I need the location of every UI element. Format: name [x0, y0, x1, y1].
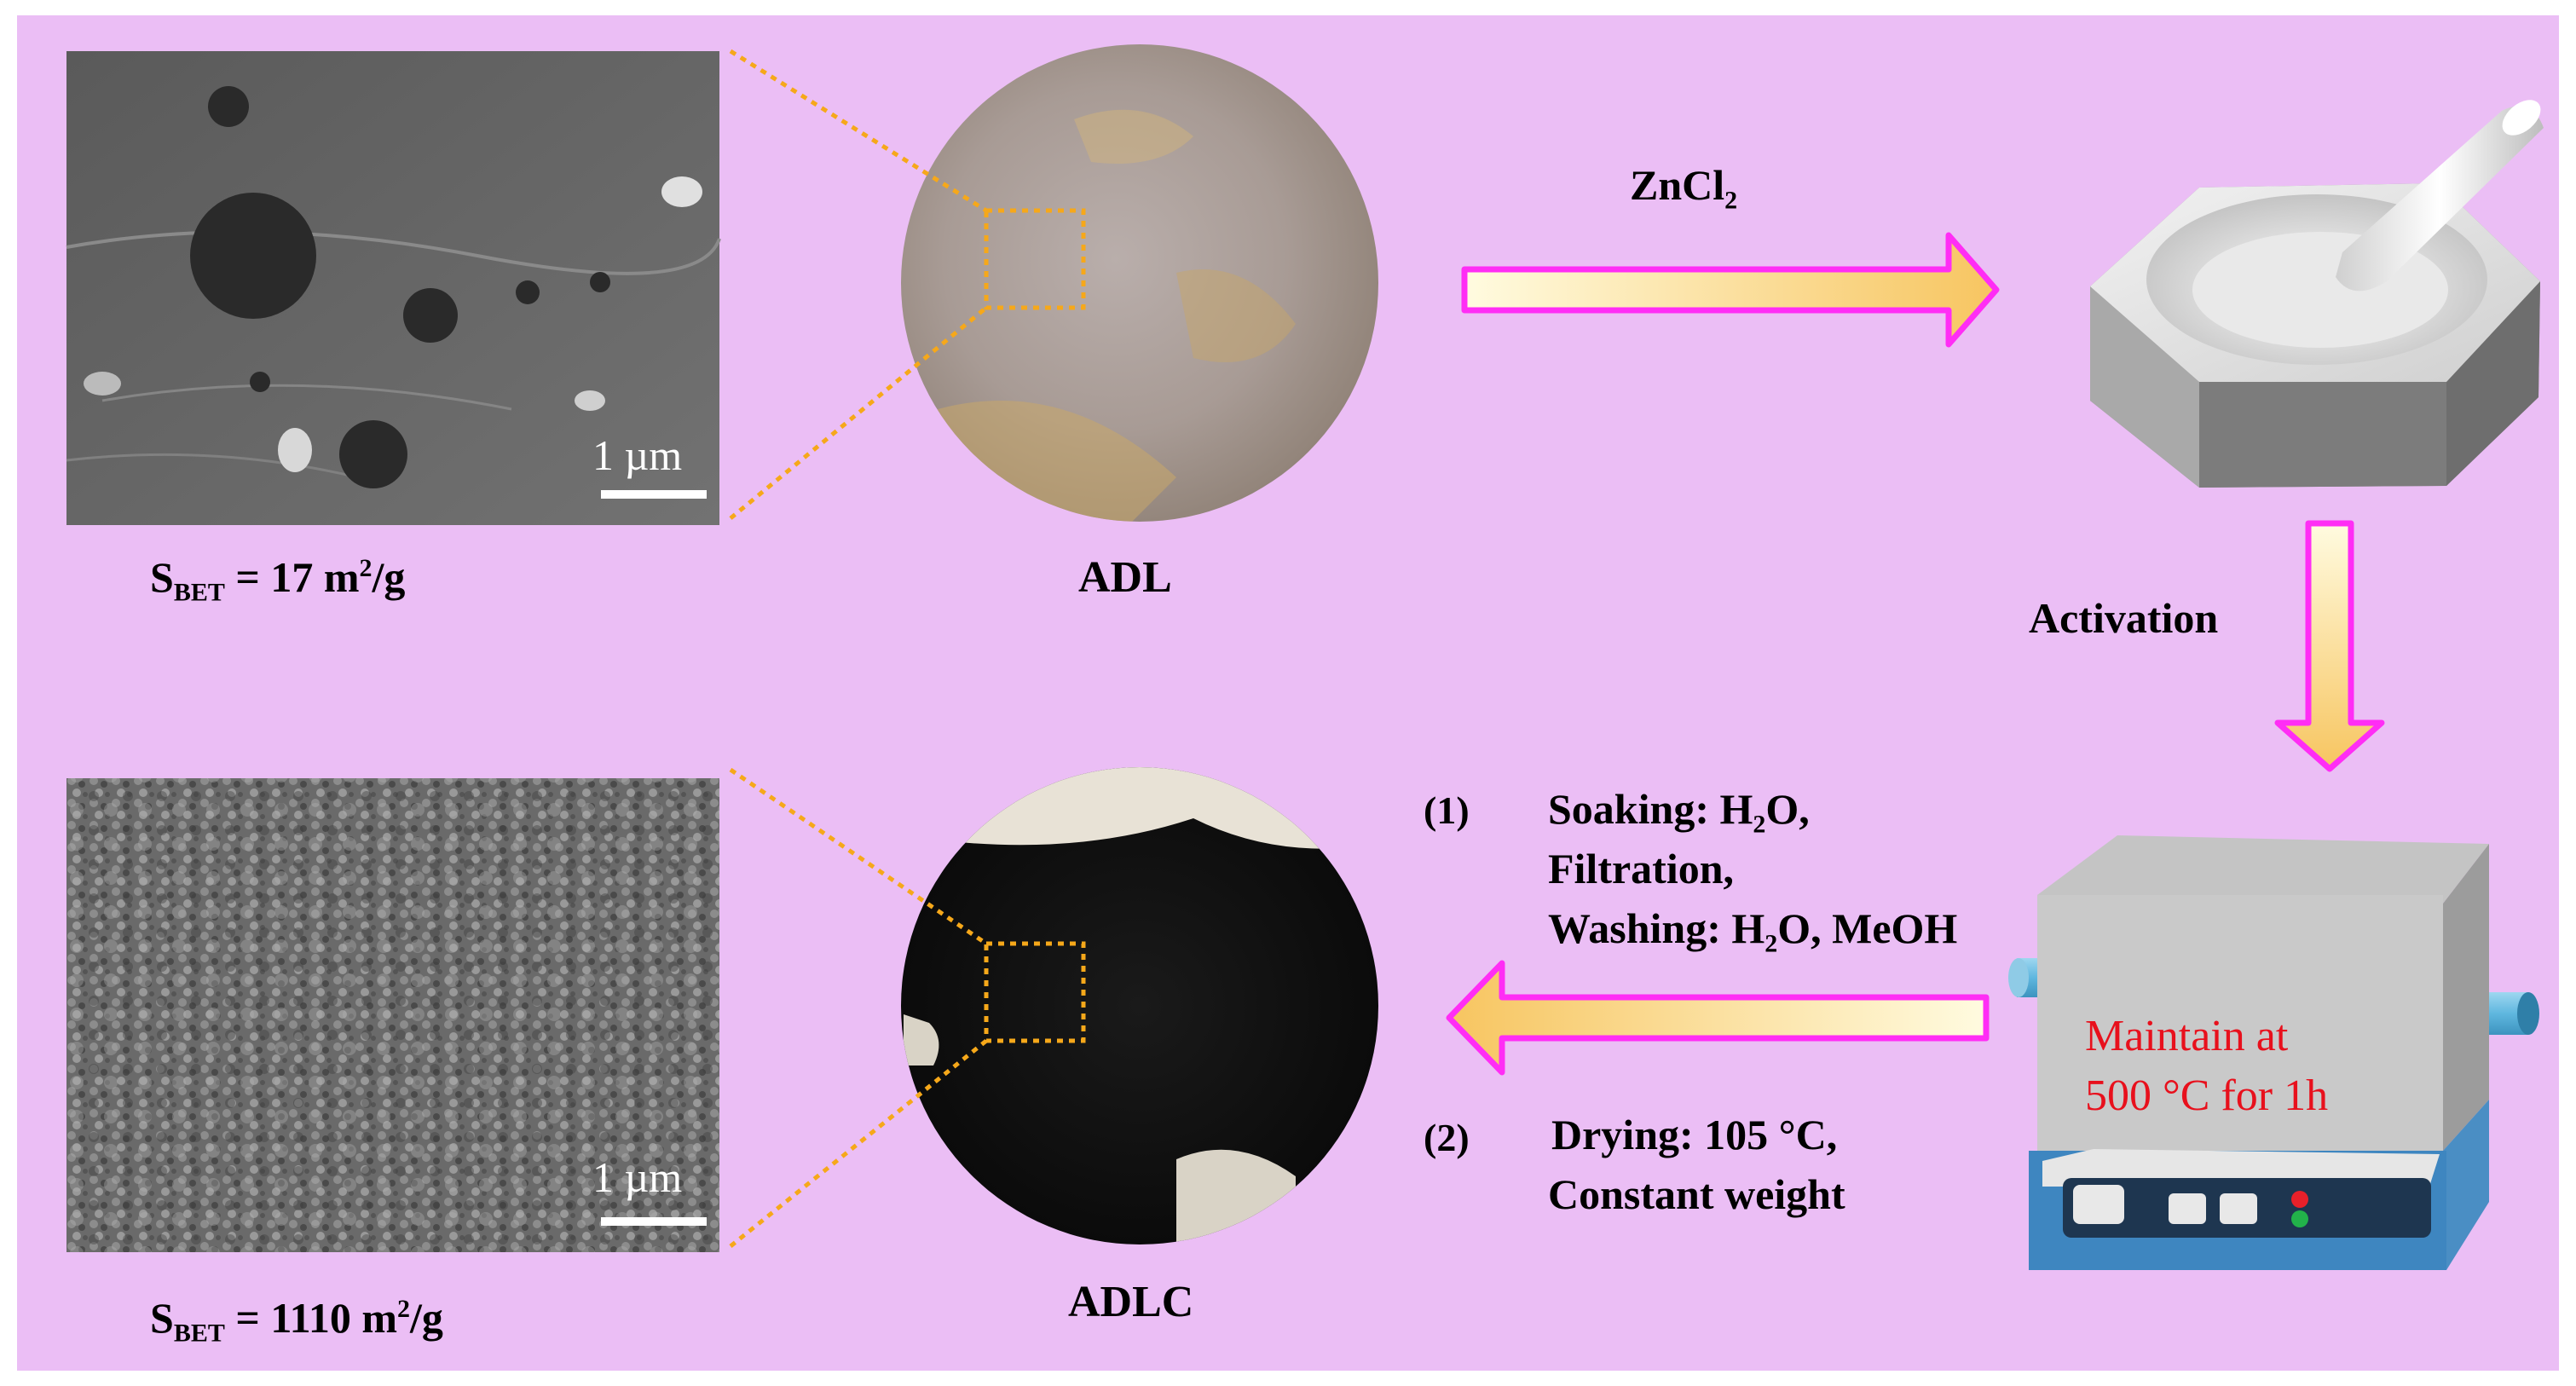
furnace-icon: [2008, 835, 2539, 1270]
sbet-superscript: 2: [359, 554, 373, 582]
furnace-label-line1: Maintain at: [2085, 1012, 2289, 1060]
arrow-activation: [2274, 520, 2385, 772]
furnace-label-line2: 500 °C for 1h: [2085, 1071, 2329, 1120]
soaking-text: Soaking: H: [1548, 785, 1753, 833]
sbet-unit: /g: [409, 1294, 443, 1342]
label-adl: ADL: [1078, 553, 1172, 602]
step1-washing: Washing: H2O, MeOH: [1548, 904, 1957, 959]
washing-text-end: O, MeOH: [1777, 904, 1958, 952]
label-zncl2: ZnCl2: [1630, 160, 1737, 216]
sbet-adl: SBET = 17 m2/g: [150, 552, 405, 608]
scale-bar-label-top: 1 µm: [592, 431, 683, 479]
sem-image-adl: [66, 51, 721, 525]
sbet-symbol: S: [150, 1294, 174, 1342]
step1-soaking: Soaking: H2O,: [1548, 784, 1810, 840]
sample-photo-adlc: [901, 767, 1378, 1245]
sbet-value: = 17 m: [224, 553, 360, 601]
soaking-text-end: O,: [1765, 785, 1810, 833]
step2-drying: Drying: 105 °C,: [1551, 1111, 1838, 1158]
zoom-indicator-bottom: [729, 767, 1086, 1248]
sbet-adlc: SBET = 1110 m2/g: [150, 1293, 443, 1348]
scale-bar-label-bottom: 1 µm: [592, 1153, 683, 1201]
sample-photo-adl: [901, 44, 1378, 522]
sem-image-adlc: [66, 778, 719, 1252]
sbet-symbol: S: [150, 553, 174, 601]
label-activation: Activation: [2029, 594, 2219, 642]
label-adlc: ADLC: [1068, 1278, 1194, 1326]
step1-filtration: Filtration,: [1548, 845, 1735, 892]
soaking-subscript: 2: [1753, 810, 1766, 839]
washing-subscript: 2: [1765, 929, 1778, 958]
sbet-subscript: BET: [173, 578, 225, 607]
reagent-formula: ZnCl: [1630, 161, 1725, 209]
step2-constant-weight: Constant weight: [1548, 1170, 1845, 1218]
arrow-post-treatment: [1446, 960, 1990, 1076]
step1-number: (1): [1424, 788, 1470, 832]
reagent-subscript: 2: [1724, 186, 1738, 215]
sbet-superscript: 2: [396, 1295, 410, 1323]
sbet-value: = 1110 m: [224, 1294, 397, 1342]
sbet-subscript: BET: [173, 1319, 225, 1348]
washing-text: Washing: H: [1548, 904, 1765, 952]
mortar-pestle-icon: [2090, 100, 2544, 488]
sbet-unit: /g: [372, 553, 406, 601]
step2-number: (2): [1424, 1116, 1470, 1159]
arrow-zncl2: [1461, 232, 2000, 348]
zoom-indicator-top: [729, 49, 1086, 520]
